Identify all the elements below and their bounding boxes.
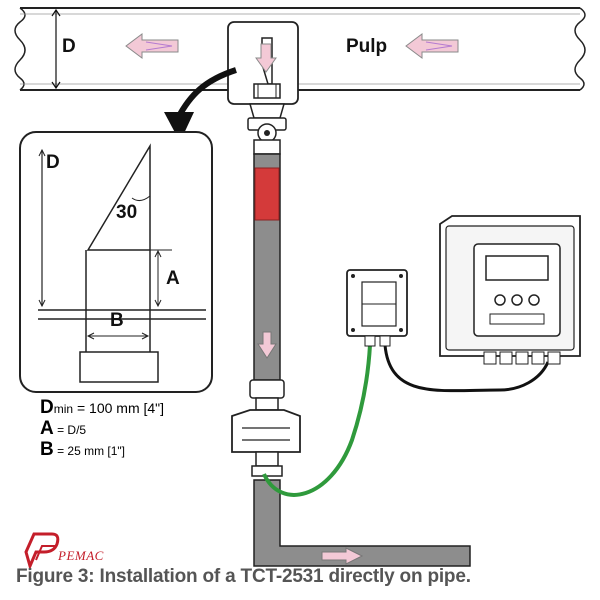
inset-diameter-label: D [46,152,60,173]
legend-b-value: = 25 mm [1"] [53,444,126,458]
pipe-diameter-label: D [62,36,76,57]
controller-cable [383,344,550,393]
flow-arrow-left-2 [405,33,459,59]
legend-a-value: = D/5 [53,423,87,437]
flow-arrow-down [257,331,277,359]
coupling-top [247,103,287,155]
probe-base [79,351,159,383]
legend-b-key: B [40,439,54,460]
flow-arrow-left-1 [125,33,179,59]
legend-a: A = D/5 [40,419,164,440]
pemac-logo-text: PEMAC [58,548,104,563]
diameter-dimension-inset [38,148,46,308]
probe-tip [86,143,151,251]
sensor-section [254,167,280,221]
legend-dmin-sub: min [53,402,74,416]
legend-dmin-key: D [40,397,54,418]
legend-dmin: Dmin = 100 mm [4"] [40,398,164,419]
angle-label: 30 [116,202,138,223]
callout-arrowhead [164,112,194,142]
main-pipe [14,7,586,91]
depth-label: A [166,268,180,289]
junction-box [346,269,408,347]
controller-unit [439,215,581,365]
dimension-legend: Dmin = 100 mm [4"] A = D/5 B = 25 mm [1"… [40,398,164,461]
legend-dmin-value: = 100 mm [4"] [73,400,165,416]
legend-b: B = 25 mm [1"] [40,440,164,461]
callout-arrow [175,67,237,120]
figure-caption: Figure 3: Installation of a TCT-2531 dir… [16,566,471,587]
flow-arrow-right [321,547,364,565]
depth-dimension [150,249,172,308]
detail-inset [19,131,213,393]
insertion-point [227,21,299,105]
coupling-lower [249,379,285,411]
flow-label: Pulp [346,36,388,57]
sensor-cable [262,344,372,497]
width-dimension [86,332,150,340]
cable-glands [483,351,561,365]
angle-arc [131,195,151,202]
sensor-housing [231,409,301,477]
width-label: B [110,310,124,331]
pemac-logo-mark [24,532,60,571]
legend-a-key: A [40,418,54,439]
diameter-dimension [51,8,61,90]
